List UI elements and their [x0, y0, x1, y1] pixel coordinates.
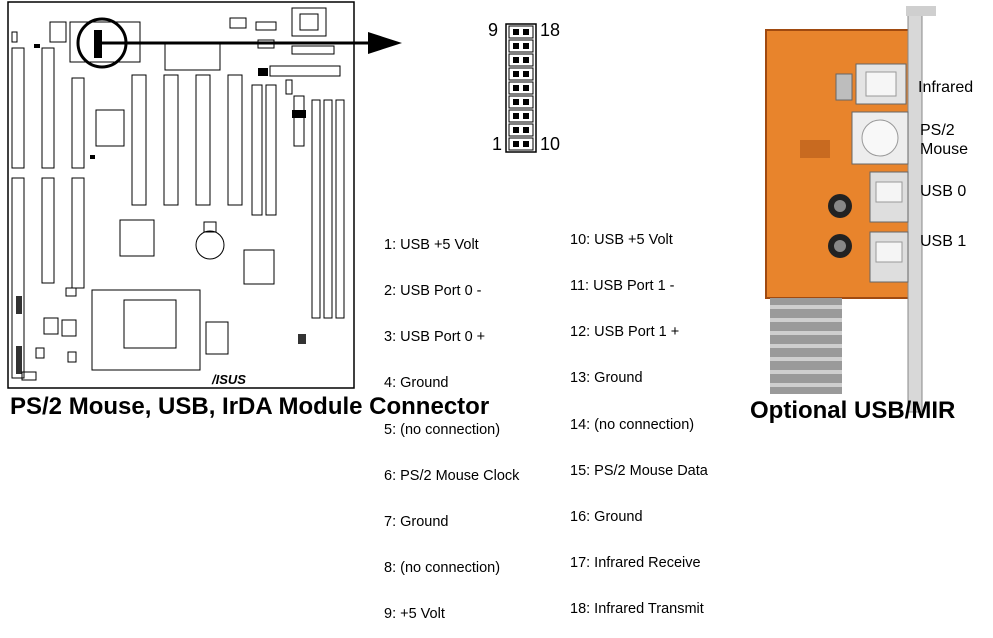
- label-usb1: USB 1: [920, 233, 967, 250]
- pinout-item: 16: Ground: [570, 509, 643, 526]
- label-ps2: PS/2: [920, 122, 955, 139]
- pinout-left: 1: USB +5 Volt 2: USB Port 0 - 3: USB Po…: [384, 207, 519, 638]
- pinout-item: 1: USB +5 Volt: [384, 236, 479, 253]
- label-mouse: Mouse: [920, 141, 969, 158]
- pinout-item: 8: (no connection): [384, 560, 501, 577]
- usb-mir-module: [765, 6, 936, 413]
- pinout-item: 6: PS/2 Mouse Clock: [384, 467, 520, 484]
- motherboard-diagram: [7, 1, 936, 413]
- pinout-right: 10: USB +5 Volt 11: USB Port 1 - 12: USB…: [570, 202, 708, 633]
- pin-label-18: 18: [540, 20, 561, 40]
- pinout-item: 7: Ground: [384, 514, 449, 531]
- pinout-item: 3: USB Port 0 +: [384, 329, 486, 346]
- caption-module: Optional USB/MIR: [750, 397, 956, 424]
- pin-label-10: 10: [540, 134, 561, 154]
- pinout-item: 15: PS/2 Mouse Data: [570, 462, 708, 479]
- connector-header: [505, 23, 537, 153]
- pinout-item: 14: (no connection): [570, 416, 695, 433]
- pinout-item: 18: Infrared Transmit: [570, 601, 704, 618]
- label-infrared: Infrared: [918, 79, 974, 96]
- pinout-item: 13: Ground: [570, 370, 643, 387]
- pinout-item: 17: Infrared Receive: [570, 555, 701, 572]
- pinout-item: 12: USB Port 1 +: [570, 324, 680, 341]
- caption-connector: PS/2 Mouse, USB, IrDA Module Connector: [10, 393, 490, 420]
- pinout-item: 9: +5 Volt: [384, 606, 445, 623]
- label-usb0: USB 0: [920, 183, 967, 200]
- pinout-item: 2: USB Port 0 -: [384, 283, 482, 300]
- pin-label-9: 9: [488, 20, 499, 40]
- board-logo: /ISUS: [212, 372, 246, 387]
- pinout-item: 11: USB Port 1 -: [570, 278, 675, 295]
- pinout-item: 10: USB +5 Volt: [570, 231, 673, 248]
- pin-label-1: 1: [492, 134, 503, 154]
- pinout-item: 4: Ground: [384, 375, 449, 392]
